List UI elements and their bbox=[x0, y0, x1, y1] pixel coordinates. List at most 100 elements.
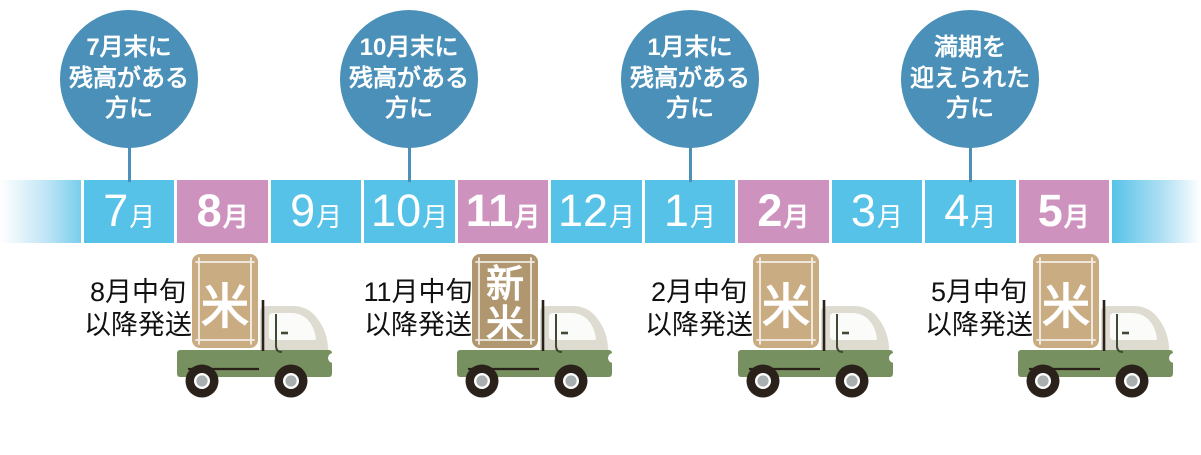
cab-door-line bbox=[836, 314, 844, 353]
month-suffix: 月 bbox=[970, 202, 997, 232]
rice-bag: 米 bbox=[1033, 254, 1099, 348]
month-cell-12月: 12月 bbox=[551, 180, 642, 243]
rice-bag-seams bbox=[195, 257, 255, 345]
month-number: 9 bbox=[290, 185, 316, 236]
rice-bag-label: 新 bbox=[486, 264, 524, 306]
callout-stem bbox=[688, 143, 692, 182]
month-cell-7月: 7月 bbox=[84, 180, 175, 243]
shipment-date-line2: 以降発送 bbox=[364, 310, 472, 341]
rice-bag-seams bbox=[475, 257, 535, 345]
shipment-date-line1: 11月中旬 bbox=[363, 277, 473, 307]
month-cell-2月: 2月 bbox=[738, 180, 829, 243]
truck-wheels bbox=[1026, 364, 1149, 398]
truck-wheels bbox=[465, 364, 588, 398]
callout-text-line: 方に bbox=[946, 95, 994, 123]
delivery-truck-illustration: 米 bbox=[177, 254, 336, 398]
rear-wheel bbox=[1026, 364, 1060, 398]
front-wheel bbox=[1115, 364, 1149, 398]
shipment-unit: 11月中旬以降発送新米 bbox=[363, 250, 616, 400]
month-number: 4 bbox=[944, 185, 970, 236]
month-suffix: 月 bbox=[876, 202, 903, 232]
rear-wheel bbox=[746, 364, 780, 398]
shipment-date-label: 2月中旬以降発送 bbox=[641, 276, 757, 343]
headlight-notch bbox=[328, 353, 336, 363]
cab-door-line bbox=[1116, 314, 1124, 353]
delivery-truck-illustration: 新米 bbox=[457, 254, 616, 398]
delivery-truck-illustration: 米 bbox=[1018, 254, 1177, 398]
callout-text-line: 1月末に bbox=[647, 33, 733, 61]
truck-body bbox=[1018, 300, 1177, 377]
timeline-fade-right bbox=[1111, 180, 1201, 243]
month-cell-9月: 9月 bbox=[270, 180, 362, 243]
callout-stem bbox=[407, 143, 411, 182]
rice-bag-seams bbox=[1036, 257, 1096, 345]
callout-text-line: 迎えられた bbox=[910, 64, 1030, 92]
shipment-unit: 8月中旬以降発送米 bbox=[84, 250, 336, 400]
month-suffix: 月 bbox=[514, 202, 541, 232]
headlight-notch bbox=[889, 353, 897, 363]
month-number: 1 bbox=[663, 185, 689, 236]
rice-bag: 米 bbox=[753, 254, 819, 348]
shipment-date-line1: 8月中旬 bbox=[89, 277, 187, 307]
month-suffix: 月 bbox=[609, 202, 636, 232]
callout-stem bbox=[968, 143, 972, 182]
truck-wheels bbox=[746, 364, 869, 398]
callout-text-line: 方に bbox=[385, 95, 433, 123]
headlight-notch bbox=[608, 353, 616, 363]
month-suffix: 月 bbox=[422, 202, 449, 232]
rice-bag-label: 米 bbox=[201, 281, 249, 334]
month-suffix: 月 bbox=[222, 202, 249, 232]
month-suffix: 月 bbox=[1063, 202, 1090, 232]
truck-window bbox=[269, 313, 316, 340]
month-cell-11月: 11月 bbox=[457, 180, 549, 243]
shipment-date-label: 8月中旬以降発送 bbox=[80, 276, 196, 343]
month-suffix: 月 bbox=[316, 202, 343, 232]
rear-wheel bbox=[185, 364, 219, 398]
month-cell-3月: 3月 bbox=[831, 180, 923, 243]
timeline-fade-left bbox=[0, 180, 81, 243]
callout-bubble: 満期を迎えられた方に bbox=[901, 10, 1039, 148]
shipment-date-line1: 2月中旬 bbox=[650, 277, 748, 307]
callout-bubble: 10月末に残高がある方に bbox=[340, 10, 478, 148]
month-cell-10月: 10月 bbox=[364, 180, 455, 243]
shipment-date-line1: 5月中旬 bbox=[930, 277, 1028, 307]
callout-text-line: 残高がある bbox=[349, 64, 469, 92]
month-number: 2 bbox=[757, 185, 783, 236]
rice-bag-label: 米 bbox=[762, 281, 810, 334]
month-cell-4月: 4月 bbox=[925, 180, 1016, 243]
shipment-unit: 5月中旬以降発送米 bbox=[925, 250, 1177, 400]
month-number: 10 bbox=[371, 185, 422, 236]
rice-bag: 新米 bbox=[472, 254, 538, 348]
rice-bag: 米 bbox=[192, 254, 258, 348]
month-number: 12 bbox=[557, 185, 609, 236]
truck-window bbox=[1110, 313, 1157, 340]
rice-bag-label: 米 bbox=[486, 304, 524, 346]
month-cell-5月: 5月 bbox=[1018, 180, 1109, 243]
month-number: 3 bbox=[850, 185, 876, 236]
month-cell-8月: 8月 bbox=[177, 180, 268, 243]
rear-wheel bbox=[465, 364, 499, 398]
rice-bag-label: 米 bbox=[1042, 281, 1090, 334]
callout-stem bbox=[127, 143, 131, 182]
callout-text-line: 残高がある bbox=[69, 64, 189, 92]
shipment-date-line2: 以降発送 bbox=[645, 310, 753, 341]
shipment-date-label: 11月中旬以降発送 bbox=[360, 276, 476, 343]
callout-text-line: 方に bbox=[105, 95, 153, 123]
shipment-date-line2: 以降発送 bbox=[84, 310, 192, 341]
shipment-unit: 2月中旬以降発送米 bbox=[645, 250, 897, 400]
truck-window bbox=[549, 313, 596, 340]
month-suffix: 月 bbox=[689, 202, 716, 232]
callout-text-line: 方に bbox=[666, 95, 714, 123]
month-cell-1月: 1月 bbox=[644, 180, 736, 243]
rice-bag-seams bbox=[756, 257, 816, 345]
callout-text-line: 7月末に bbox=[86, 33, 172, 61]
headlight-notch bbox=[1169, 353, 1177, 363]
shipment-date-line2: 以降発送 bbox=[925, 310, 1033, 341]
callout-bubble: 1月末に残高がある方に bbox=[621, 10, 759, 148]
month-suffix: 月 bbox=[783, 202, 810, 232]
cab-door-line bbox=[275, 314, 283, 353]
month-suffix: 月 bbox=[129, 202, 156, 232]
truck-wheels bbox=[185, 364, 308, 398]
